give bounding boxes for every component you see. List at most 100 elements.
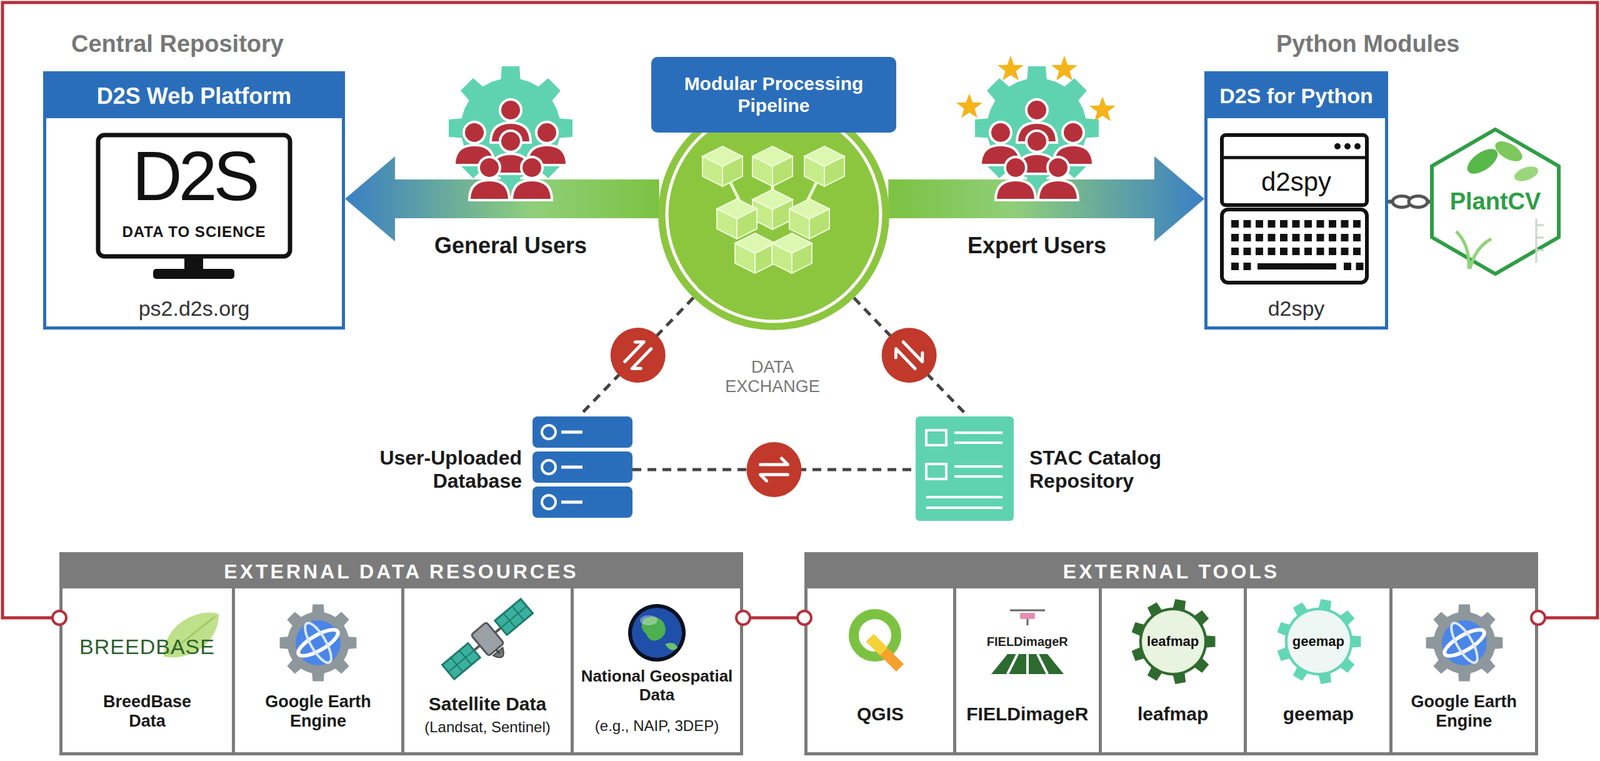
keyboard-icon-part [1231,220,1239,228]
node-text: Modular Processing Pipeline [655,73,893,117]
keyboard-icon-part [1243,262,1252,270]
node-text: ps2.d2s.org [138,296,250,321]
stac-icon [915,416,1014,521]
node-text: EXTERNAL DATA RESOURCES [223,560,579,584]
node-text: Satellite Data [428,693,547,715]
text-box: STAC Catalog Repository [1029,442,1191,497]
tool-gear-part [1441,625,1488,661]
keyboard-icon-part [1304,220,1312,228]
resource-cell: Google Earth Engine [231,588,402,752]
database-icon-part [532,416,633,448]
tool-gear-part [280,604,357,682]
text-box: (Landsat, Sentinel) [407,718,568,736]
node-text: d2spy [1268,296,1325,321]
node-text: (Landsat, Sentinel) [424,718,550,736]
breedbase-leaf-part [163,612,219,658]
plant-leaves-part [1512,163,1540,184]
expert-users-icon-part [1026,99,1048,121]
node-text: PlantCV [1450,188,1542,216]
general-users-icon-part [463,121,485,144]
exchange-icon [746,441,802,497]
monitor-icon-part [98,135,290,257]
general-users-icon-part [536,121,558,144]
node-text: geemap [1292,633,1345,649]
text-box: leafmap [1143,631,1203,651]
database-icon-part [541,425,556,439]
node-text: National Geospatial Data [576,666,737,705]
expert-users-icon-part [1016,153,1057,174]
text-box: FIELDimageR [965,631,1090,651]
keyboard-icon-part [1268,247,1276,255]
keyboard-icon-part [1343,262,1352,270]
chain-link [1408,196,1428,208]
keyboard-icon-part [1255,220,1264,228]
pipeline-shape-part [651,56,897,133]
database-node: User-Uploaded Database [340,412,633,527]
satellite-icon-part [474,627,502,650]
tool-cell: geemap geemap [1243,588,1390,752]
cube-cluster-part [736,208,757,239]
exchange-icon-part [620,337,656,374]
tool-cell: FIELDimageR FIELDimageR [953,588,1099,752]
tool-gear-part [1446,619,1483,666]
keyboard-icon-part [1280,233,1288,242]
tool-gear [280,598,1504,684]
cube-cluster-part [702,146,743,167]
connector-end-part [1531,610,1545,625]
keyboard-icon-part [1341,233,1349,242]
keyboard-icon-part [1255,247,1264,255]
node-text: (e.g., NAIP, 3DEP) [595,716,719,735]
text-box: d2spy [1221,160,1371,204]
resource-cell: National Geospatial Data (e.g., NAIP, 3DE… [570,588,740,752]
terminal-icon [1221,135,1367,205]
text-box: leafmap [1107,703,1239,725]
globe-icon-part [665,642,678,650]
text-box: Modular Processing Pipeline [655,59,893,130]
cube-cluster-part [752,189,793,210]
star-icon-part [997,55,1024,81]
keyboard-icon-part [1328,233,1337,242]
fieldimager-icon-part [991,653,1064,674]
general-users-icon-part [526,145,567,165]
node-text: Google Earth Engine [252,691,384,731]
frame-line [743,616,805,620]
node-text: D2S [132,136,257,217]
cube-cluster-part [789,208,810,239]
label-box: DATA EXCHANGE [716,357,829,397]
node-text: leafmap [1146,633,1199,649]
star-icon-part [956,93,983,119]
terminal-icon-part [1221,135,1367,205]
tool-gear-part [1277,598,1362,684]
tool-cell: QGIS [807,588,954,752]
terminal-icon-part [1354,143,1361,150]
database-icon-part [532,451,633,483]
connector-end-part [736,610,750,625]
globe-icon [628,603,686,662]
database-icon-part [541,495,556,509]
general-users-icon-part [490,122,531,143]
resource-cell: Satellite Data (Landsat, Sentinel) [401,588,571,752]
cube-cluster-part [824,156,845,187]
globe-icon-part [628,603,686,662]
expert-users-icon-part [995,180,1036,200]
cube-cluster-part [755,243,775,274]
keyboard-icon-part [1280,247,1288,255]
frame-line [2,2,1598,618]
node-text: FIELDimageR [966,703,1089,725]
user-group-label: General Users [434,232,587,259]
expert-users-icon-part [1062,121,1084,144]
expert-users-icon-part [975,66,1099,190]
keyboard-icon-part [1316,233,1325,242]
keyboard-icon-part [1231,247,1239,255]
expert-users-icon-part [1038,180,1079,200]
cube-cluster-part [804,146,845,167]
keyboard-icon-part [1328,220,1337,228]
node-text: BREEDBASE [79,634,215,659]
node-text: geemap [1283,703,1354,725]
stac-icon-part [926,463,947,479]
user-group-label: Expert Users [967,232,1107,259]
tool-gear-part [295,620,341,665]
expert-users-icon-part [1005,156,1027,179]
satellite-icon-part [471,621,505,656]
